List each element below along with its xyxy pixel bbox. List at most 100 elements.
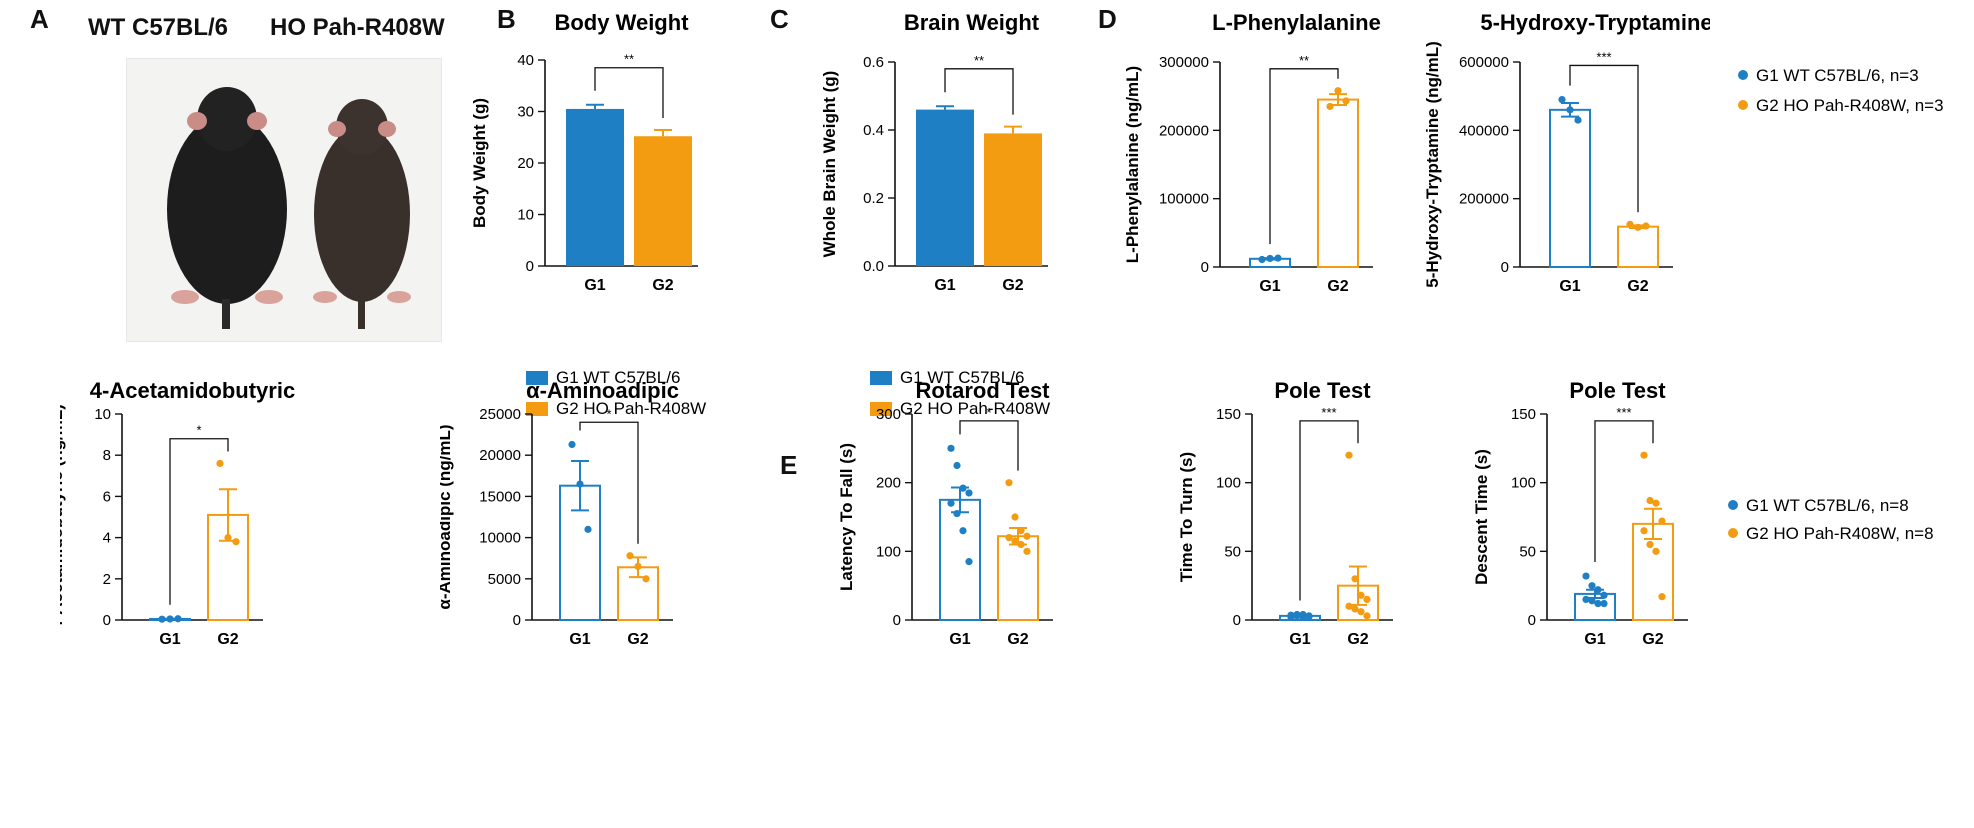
pole1-ytick-label: 150 bbox=[1216, 406, 1241, 423]
body-sig-bracket bbox=[594, 67, 664, 119]
rota-bar-G2 bbox=[997, 535, 1039, 621]
brain-ytick-label: 0.2 bbox=[863, 190, 884, 207]
amino-ytick-label: 20000 bbox=[479, 447, 521, 464]
pole1-point-G2 bbox=[1345, 602, 1353, 610]
legend-b-g1-label: G1 WT C57BL/6 bbox=[556, 368, 680, 387]
legend-e-g1-dot bbox=[1728, 500, 1738, 510]
pole2-point-G1 bbox=[1594, 586, 1602, 594]
acet-xtick-label: G1 bbox=[159, 631, 180, 648]
pole1-point-G1 bbox=[1305, 612, 1313, 620]
brain-ytick-label: 0.6 bbox=[863, 54, 884, 71]
rota-point-G2 bbox=[1011, 537, 1019, 545]
phe-xtick-label: G1 bbox=[1259, 278, 1280, 295]
pole1-title: Pole Test bbox=[1274, 380, 1371, 403]
brain-sig-label: ** bbox=[974, 53, 984, 68]
pole1-sig-label: *** bbox=[1321, 405, 1336, 420]
rota-point-G1 bbox=[953, 509, 961, 518]
rota-sig-bracket bbox=[959, 420, 1019, 471]
phe-ytick-label: 0 bbox=[1201, 259, 1209, 276]
htr-sig-label: *** bbox=[1596, 49, 1611, 64]
brain-ytick-label: 0.4 bbox=[863, 122, 884, 139]
phe-point-G1 bbox=[1258, 255, 1266, 264]
pole2-point-G2 bbox=[1658, 593, 1666, 601]
rota-point-G1 bbox=[947, 444, 955, 452]
pole1-point-G2 bbox=[1357, 591, 1365, 599]
amino-point-G2 bbox=[626, 552, 634, 560]
panel-letter-b: B bbox=[497, 4, 516, 34]
brain-sig-bracket bbox=[944, 68, 1014, 115]
amino-ytick-label: 25000 bbox=[479, 406, 521, 423]
amino-ytick-label: 15000 bbox=[479, 488, 521, 505]
acet-point-G1 bbox=[174, 615, 182, 623]
wt-mouse-label: WT C57BL/6 bbox=[88, 14, 229, 41]
htr-point-G1 bbox=[1574, 116, 1582, 124]
htr-point-G2 bbox=[1634, 223, 1642, 231]
htr-bar-G2 bbox=[1617, 225, 1659, 268]
pole2-point-G1 bbox=[1588, 582, 1596, 590]
pole2-title: Pole Test bbox=[1569, 380, 1666, 403]
pole1-point-G2 bbox=[1351, 605, 1359, 613]
phe-point-G2 bbox=[1326, 102, 1334, 111]
phe-xtick-label: G2 bbox=[1327, 278, 1348, 295]
rota-ytick-label: 300 bbox=[876, 406, 901, 423]
mice-photo bbox=[126, 58, 442, 342]
pole1-point-G1 bbox=[1293, 610, 1301, 619]
brain-bar-G2 bbox=[984, 133, 1042, 266]
phe-ytick-label: 100000 bbox=[1159, 191, 1209, 208]
panel-letter-e: E bbox=[780, 450, 798, 480]
rota-sig-label: * bbox=[986, 405, 991, 420]
body-ytick-label: 20 bbox=[517, 155, 534, 172]
pole2-point-G2 bbox=[1640, 527, 1648, 535]
acet-ytick-label: 4 bbox=[103, 530, 111, 547]
ho-mouse-figure bbox=[313, 99, 411, 329]
pole2-point-G2 bbox=[1658, 517, 1666, 525]
pole2-point-G1 bbox=[1582, 595, 1590, 603]
amino-point-G2 bbox=[634, 562, 642, 571]
phe-point-G1 bbox=[1274, 254, 1282, 262]
legend-c-g2-label: G2 HO Pah-R408W bbox=[900, 399, 1050, 418]
pole1-point-G2 bbox=[1363, 595, 1371, 603]
rota-title: Rotarod Test bbox=[915, 380, 1050, 403]
amino-title: α-Aminoadipic bbox=[526, 380, 679, 403]
pole2-point-G2 bbox=[1646, 496, 1654, 505]
panel-letter-c: C bbox=[770, 4, 789, 34]
amino-ytick-label: 10000 bbox=[479, 530, 521, 547]
body-xtick-label: G2 bbox=[652, 277, 673, 294]
brain-title: Brain Weight bbox=[904, 10, 1040, 35]
rota-point-G2 bbox=[1017, 540, 1025, 549]
phe-ylabel: L-Phenylalanine (ng/mL) bbox=[1123, 66, 1142, 263]
rota-ylabel: Latency To Fall (s) bbox=[837, 443, 856, 591]
phe-ytick-label: 300000 bbox=[1159, 54, 1209, 71]
body-title: Body Weight bbox=[554, 10, 689, 35]
legend-e-g2-dot bbox=[1728, 528, 1738, 538]
pole1-point-G1 bbox=[1287, 611, 1295, 619]
rota-point-G2 bbox=[1023, 547, 1031, 555]
amino-ytick-label: 5000 bbox=[488, 571, 521, 588]
pole2-xtick-label: G1 bbox=[1584, 631, 1605, 648]
acet-ytick-label: 10 bbox=[94, 406, 111, 423]
pole1-xtick-label: G1 bbox=[1289, 631, 1310, 648]
brain-bar-G1 bbox=[916, 109, 974, 266]
pole1-point-G2 bbox=[1357, 608, 1365, 616]
pole2-point-G2 bbox=[1652, 547, 1660, 555]
rota-point-G2 bbox=[1005, 479, 1013, 487]
body-ytick-label: 0 bbox=[526, 258, 534, 275]
phe-bar-G2 bbox=[1317, 98, 1359, 269]
pole2-ytick-label: 150 bbox=[1511, 406, 1536, 423]
rota-point-G1 bbox=[959, 484, 967, 492]
pole1-point-G2 bbox=[1351, 575, 1359, 583]
htr-point-G1 bbox=[1558, 95, 1566, 104]
acet-point-G1 bbox=[166, 615, 174, 623]
legend-b-g2-swatch bbox=[526, 402, 548, 416]
rota-point-G1 bbox=[959, 527, 967, 535]
pole2-ytick-label: 100 bbox=[1511, 475, 1536, 492]
body-ytick-label: 30 bbox=[517, 104, 534, 121]
